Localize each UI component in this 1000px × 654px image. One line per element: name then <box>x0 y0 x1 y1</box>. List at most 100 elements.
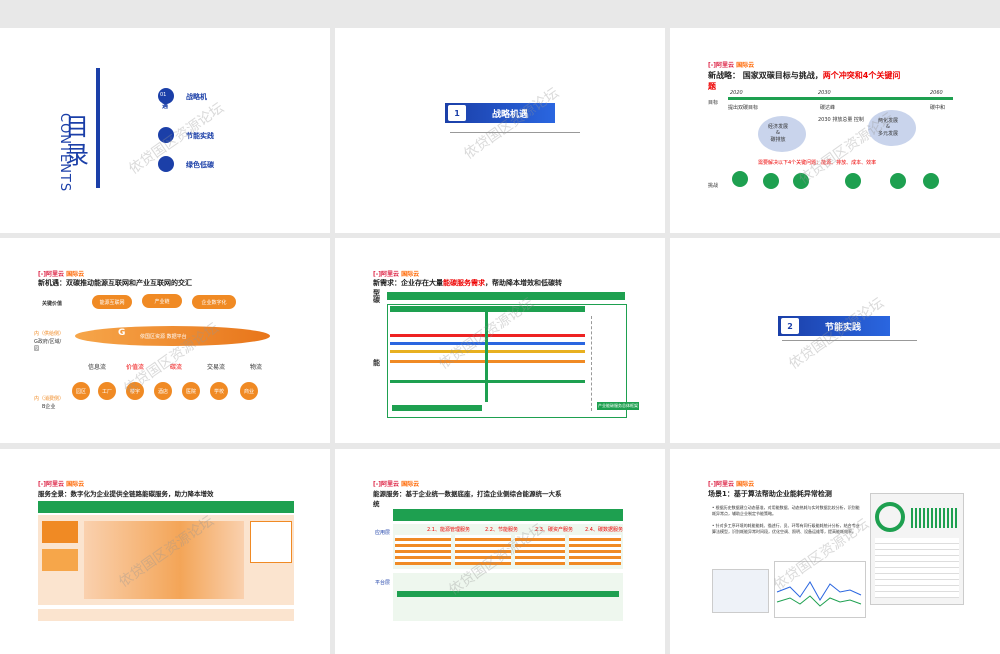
slide-thumbnail-new-opportunity[interactable]: [-]阿里云 国际云 新机遇：双碳推动能源互联网和产业互联网的交汇 关键价值 内… <box>0 238 330 443</box>
challenge-dot-3 <box>793 173 809 189</box>
slide-title: 新需求：企业存在大量能碳服务需求，帮助降本增效和低碳转型 <box>373 279 562 297</box>
item-number-1: 01 <box>160 92 167 98</box>
section-number-1: 1 <box>448 105 466 121</box>
bubble-development-label: 两化发展 & 多元发展 <box>878 118 899 137</box>
data-table <box>875 538 959 598</box>
scene-circle-5: 医院 <box>182 382 200 400</box>
bar-chart <box>911 508 959 528</box>
line-chart-thumb-1 <box>712 569 769 613</box>
bubble-economy-label: 经济发展 & 碳排放 <box>768 124 789 143</box>
section-label-1: 战略机遇 <box>492 109 529 120</box>
footer-label: 产业能碳服务总体框架 <box>597 402 639 410</box>
left-label-enterprise: B企业 <box>42 404 56 410</box>
challenge-dot-4 <box>845 173 861 189</box>
logo: [-]阿里云 国际云 <box>373 271 420 278</box>
contents-title: 目 录 <box>65 113 89 169</box>
year-note-1: 提出双碳目标 <box>728 105 759 111</box>
left-label-supply: 内（供给侧） <box>34 331 65 337</box>
contents-item-2: 节能实践 <box>186 132 214 140</box>
slide-thumbnail-section-1[interactable]: 1 战略机遇 依贷国区资源论坛 <box>335 28 665 233</box>
service-label-1: 2.1、能源管理服务 <box>427 527 470 533</box>
pill-energy-internet: 能源互联网 <box>92 295 132 309</box>
challenge-dot-1 <box>732 171 748 187</box>
service-grid-3 <box>515 535 565 565</box>
slide-thumbnail-service-panorama[interactable]: [-]阿里云 国际云 服务全景：数字化为企业提供全链路能碳服务，助力降本增效 依… <box>0 449 330 654</box>
section-number-2: 2 <box>781 318 799 334</box>
section-banner-2: 2 节能实践 <box>778 316 890 336</box>
slide-thumbnail-section-2[interactable]: 2 节能实践 依贷国区资源论坛 <box>670 238 1000 443</box>
side-label-carbon: 碳 <box>373 296 380 304</box>
bubble-development <box>868 110 916 146</box>
contents-item-1: 战略机 <box>186 93 207 101</box>
donut-chart <box>875 502 905 532</box>
platform-block <box>393 573 623 621</box>
row-label-challenge: 挑战 <box>708 183 719 189</box>
service-grid-4 <box>569 535 621 565</box>
slide-title: 新机遇：双碳推动能源互联网和产业互联网的交汇 <box>38 279 192 287</box>
arrow-band <box>84 521 244 599</box>
service-label-3: 2.3、碳资产服务 <box>535 527 573 533</box>
slide-title: 新战略： 国家双碳目标与挑战，两个冲突和4个关键问题 <box>708 71 901 91</box>
section-underline <box>782 340 917 341</box>
g-ellipse <box>75 326 270 346</box>
trend-line <box>776 581 862 607</box>
side-label-app: 应用层 <box>375 530 391 536</box>
left-label-value: 关键价值 <box>42 301 63 307</box>
challenge-dot-6 <box>923 173 939 189</box>
year-2030: 2030 <box>818 90 831 96</box>
logo: [-]阿里云 国际云 <box>373 481 420 488</box>
left-label-gov: G政府/区域/园 <box>34 339 62 352</box>
year-2020: 2020 <box>730 90 743 96</box>
contents-divider <box>96 68 100 188</box>
challenge-dot-5 <box>890 173 906 189</box>
timeline-bar <box>728 97 953 100</box>
g-label: G <box>118 328 126 338</box>
device-column <box>591 316 622 411</box>
red-note: 需要解决以下4个关键问题：能源、排放、成本、效率 <box>758 160 877 166</box>
logo: [-]阿里云 国际云 <box>38 271 85 278</box>
section-underline <box>450 132 580 133</box>
slide-thumbnail-energy-service[interactable]: [-]阿里云 国际云 能源服务：基于企业统一数据底座，打造企业侧综合能源统一大系… <box>335 449 665 654</box>
energy-header-bar <box>390 306 585 312</box>
g-band-label: 依国区资源 数据平台 <box>140 334 187 340</box>
pill-industry-chain: 产业链 <box>142 294 182 308</box>
bullet-dot-3 <box>158 156 174 172</box>
platform-bar <box>397 591 619 597</box>
carbon-row <box>387 292 625 300</box>
scene-circle-2: 工厂 <box>98 382 116 400</box>
pill-digitalization: 企业数字化 <box>192 295 236 309</box>
slide-title: 服务全景：数字化为企业提供全链路能碳服务，助力降本增效 <box>38 490 214 498</box>
left-label-demand: 内（消费侧） <box>34 396 65 402</box>
app-header <box>393 509 623 521</box>
logo: [-]阿里云 国际云 <box>708 62 755 69</box>
logo: [-]阿里云 国际云 <box>708 481 755 488</box>
year-note-3: 碳中和 <box>930 105 946 111</box>
slide-title: 能源服务：基于企业统一数据底座，打造企业侧综合能源统一大系统 <box>373 490 562 508</box>
top-green-row <box>38 501 294 513</box>
slide-thumbnail-new-demand[interactable]: [-]阿里云 国际云 新需求：企业存在大量能碳服务需求，帮助降本增效和低碳转型 … <box>335 238 665 443</box>
slide-thumbnail-new-strategy[interactable]: [-]阿里云 国际云 新战略： 国家双碳目标与挑战，两个冲突和4个关键问题 20… <box>670 28 1000 233</box>
contents-title-char-2: 录 <box>65 141 89 169</box>
row-label-goal: 目标 <box>708 100 719 106</box>
left-box-2 <box>42 549 78 571</box>
bullet-dot-1 <box>158 88 174 104</box>
scene-circle-4: 酒店 <box>154 382 172 400</box>
contents-title-char-1: 目 <box>65 113 89 141</box>
energy-diagram-frame <box>387 304 627 418</box>
contents-item-3: 绿色低碳 <box>186 161 214 169</box>
slide-thumbnail-contents[interactable]: 目 录 CONTENTS 01 遇 战略机 节能实践 绿色低碳 依贷国区资源论坛 <box>0 28 330 233</box>
footer-bar <box>392 405 482 411</box>
bullet-1: • 根据历史数据建立动态基准，对用能数据、动态热耗与实时数据比较分析，识别能耗异… <box>712 505 860 516</box>
dashboard-screenshot <box>870 493 964 605</box>
service-label-4: 2.4、碳数据服务 <box>585 527 623 533</box>
item-sub-1: 遇 <box>162 103 169 110</box>
service-label-2: 2.2、节能服务 <box>485 527 518 533</box>
flow-value: 价值流 <box>126 364 145 371</box>
flow-carbon: 碳流 <box>170 364 183 371</box>
service-grid-1 <box>395 535 451 565</box>
bullet-dot-2 <box>158 127 174 143</box>
bullet-2: • 针对多工序环境的耗能能耗、描述行、员、环等有同行级能耗统计分析，结合专业算法… <box>712 523 860 534</box>
side-label-energy: 能 <box>373 359 380 367</box>
scene-circle-7: 商业 <box>240 382 258 400</box>
slide-thumbnail-scenario-1[interactable]: [-]阿里云 国际云 场景1：基于算法帮助企业能耗异常检测 • 根据历史数据建立… <box>670 449 1000 654</box>
